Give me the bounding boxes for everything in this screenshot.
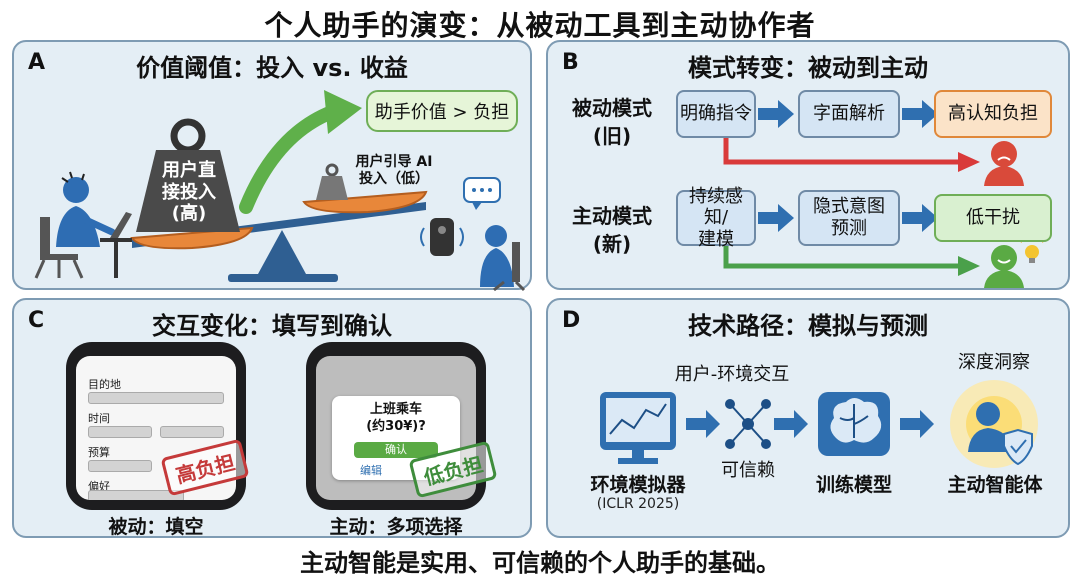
passive-phone: 目的地 时间 预算 偏好 (66, 342, 246, 510)
passive-caption: 被动：填空 (108, 516, 204, 538)
smile-face-icon (984, 245, 1024, 288)
form-field-label: 时间 (88, 412, 110, 425)
panel-title: 模式转变：被动到主动 (688, 54, 928, 82)
light-weight-label: 用户引导 AI 投入（低） (355, 154, 433, 187)
shield-user-icon (950, 380, 1038, 468)
form-field-label: 偏好 (88, 480, 110, 493)
smart-speaker-icon (420, 218, 464, 256)
step-literal-parse: 字面解析 (798, 90, 900, 138)
fulcrum (258, 230, 306, 274)
panel-title: 交互变化：填写到确认 (152, 312, 392, 340)
insight-label: 深度洞察 (958, 352, 1030, 373)
time-field[interactable] (88, 426, 152, 438)
simulator-label: 环境模拟器 (590, 474, 686, 496)
trust-label: 可信赖 (721, 460, 775, 481)
panel-title: 技术路径：模拟与预测 (688, 312, 928, 340)
network-icon (725, 399, 771, 449)
preference-field[interactable] (88, 490, 184, 500)
panel-title: 价值阈值：投入 vs. 收益 (136, 54, 408, 82)
light-weight-icon (316, 163, 348, 200)
form-field-label: 目的地 (88, 378, 121, 391)
panel-tech-path: D 技术路径：模拟与预测 (546, 298, 1070, 538)
panel-letter: A (28, 50, 46, 75)
tech-path-illustration (600, 380, 1038, 468)
stressed-user-icon (34, 171, 132, 279)
frown-face-icon (984, 141, 1024, 186)
suggestion-text: 上班乘车 (约30¥)? (366, 402, 426, 434)
value-arrow-icon (239, 105, 339, 214)
proactive-agent-label: 主动智能体 (947, 474, 1043, 496)
main-title: 个人助手的演变：从被动工具到主动协作者 (264, 9, 816, 42)
passive-mode-label: 被动模式 (旧) (572, 96, 652, 148)
suggestion-card: 上班乘车 (约30¥)? 确认 编辑 (332, 396, 460, 480)
heavy-weight-label: 用户直 接投入 (高) (162, 160, 216, 225)
interaction-label: 用户-环境交互 (674, 364, 790, 385)
speech-bubble: 助手价值 > 负担 (366, 90, 518, 132)
simulator-citation: (ICLR 2025) (596, 496, 680, 512)
confirm-button[interactable]: 确认 (354, 442, 438, 458)
step-implicit-intent: 隐式意图 预测 (798, 190, 900, 246)
panel-interaction-change: C 交互变化：填写到确认 目的地 时间 预算 偏好 高负担 被动：填空 上班乘车… (12, 298, 532, 538)
mode-flow-arrows (723, 100, 1047, 288)
active-caption: 主动：多项选择 (329, 516, 463, 538)
step-high-cognitive-load: 高认知负担 (934, 90, 1052, 138)
footer-caption: 主动智能是实用、可信赖的个人助手的基础。 (300, 549, 780, 577)
step-explicit-command: 明确指令 (676, 90, 756, 138)
active-mode-label: 主动模式 (新) (572, 204, 652, 256)
panel-letter: D (562, 308, 581, 333)
panel-value-threshold: A 价值阈值：投入 vs. 收益 (12, 40, 532, 292)
panel-letter: B (562, 50, 579, 75)
chat-bubble-icon (463, 177, 501, 210)
panel-mode-shift: B 模式转变：被动到主动 被动模式 (旧) (546, 40, 1070, 290)
light-tray (302, 190, 428, 214)
form-field-label: 预算 (88, 446, 110, 459)
budget-field[interactable] (88, 460, 152, 472)
chart-monitor-icon (600, 392, 676, 464)
heavy-tray (130, 226, 254, 250)
destination-field[interactable] (88, 392, 224, 404)
relaxed-user-icon (480, 225, 526, 292)
edit-link[interactable]: 编辑 (360, 464, 382, 477)
balance-scale-illustration (34, 90, 526, 292)
step-low-interruption: 低干扰 (934, 194, 1052, 242)
train-model-label: 训练模型 (815, 474, 892, 496)
brain-icon (818, 392, 890, 456)
step-continuous-sensing: 持续感知/ 建模 (676, 186, 756, 250)
time-field-2[interactable] (160, 426, 224, 438)
panel-letter: C (28, 308, 45, 333)
heavy-weight-icon (136, 118, 240, 232)
